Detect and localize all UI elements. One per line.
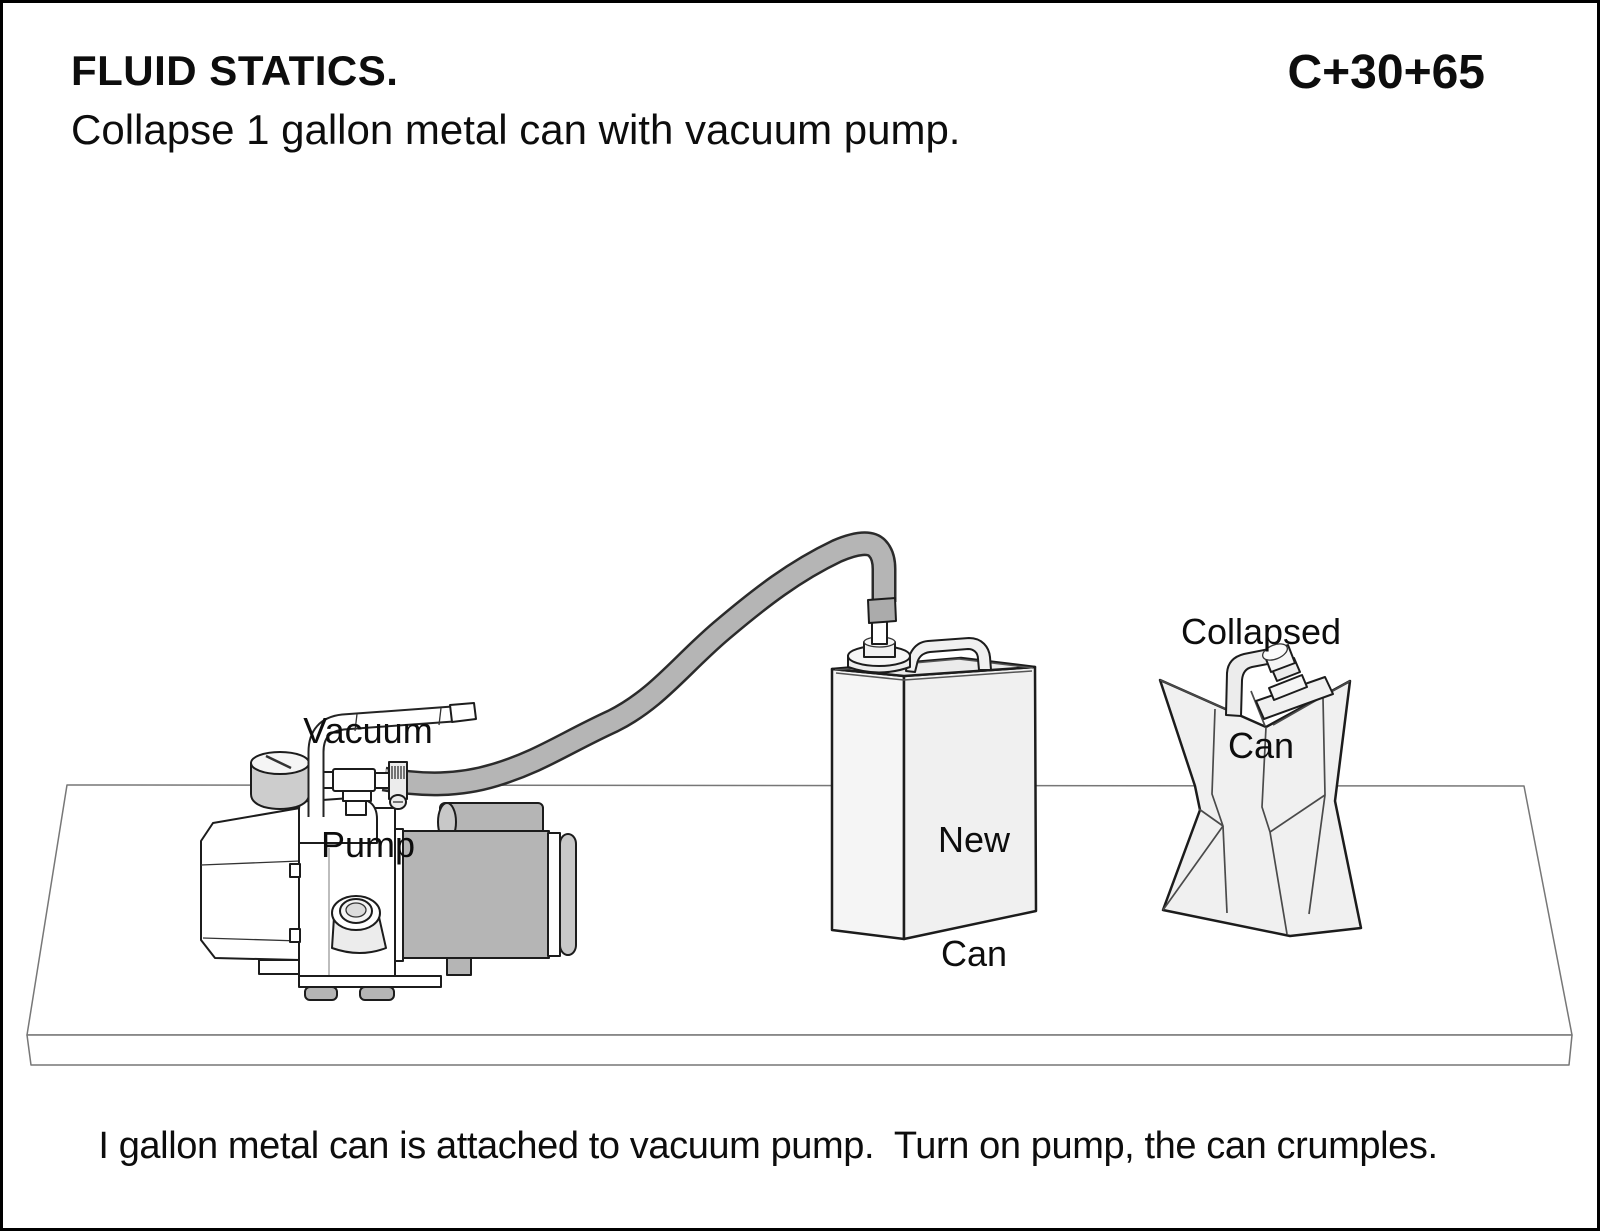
handle-end-cap (449, 702, 477, 723)
vacuum-pump-illustration (200, 702, 577, 1001)
hose-end-fitting (867, 597, 897, 624)
new-can-left-face (830, 667, 906, 941)
collapsed-can-illustration (1158, 643, 1363, 938)
pump-left-housing (200, 807, 301, 975)
pump-foot (304, 986, 338, 1001)
label-vacuum-pump-line2: Pump (320, 824, 416, 865)
collapsed-can-creases (1159, 679, 1351, 935)
catalog-code: C+30+65 (1287, 46, 1485, 99)
new-can-handle (905, 637, 992, 673)
collapsed-can-spout (1255, 643, 1334, 720)
label-vacuum-pump: Vacuum Pump (303, 636, 432, 940)
label-new-can: New Can (938, 745, 1010, 1049)
new-can-illustration (830, 618, 1038, 941)
pump-handle (307, 702, 477, 817)
pump-inlet-fitting (332, 761, 408, 816)
label-collapsed-can-line2: Can (1227, 725, 1295, 766)
motor-foot (446, 957, 472, 976)
pump-foot (359, 986, 395, 1001)
figure-caption: I gallon metal can is attached to vacuum… (98, 1125, 1438, 1167)
collapsed-can-cap (1262, 643, 1288, 661)
vacuum-hose (381, 531, 897, 797)
label-collapsed-can-line1: Collapsed (1180, 611, 1342, 652)
label-new-can-line2: Can (940, 933, 1008, 974)
label-vacuum-pump-line1: Vacuum (303, 710, 433, 751)
new-can-spout (847, 618, 911, 674)
demo-illustration (26, 531, 1573, 1066)
label-new-can-line1: New (937, 819, 1011, 860)
page-subtitle: Collapse 1 gallon metal can with vacuum … (71, 106, 961, 153)
pump-base (298, 975, 442, 988)
page-title: FLUID STATICS. (71, 47, 399, 94)
table-front-edge (26, 1034, 1573, 1066)
label-collapsed-can: Collapsed Can (1181, 537, 1341, 841)
hose-clamp (388, 761, 408, 810)
gauge-needle (265, 754, 292, 770)
oil-sight-glass (331, 895, 387, 954)
